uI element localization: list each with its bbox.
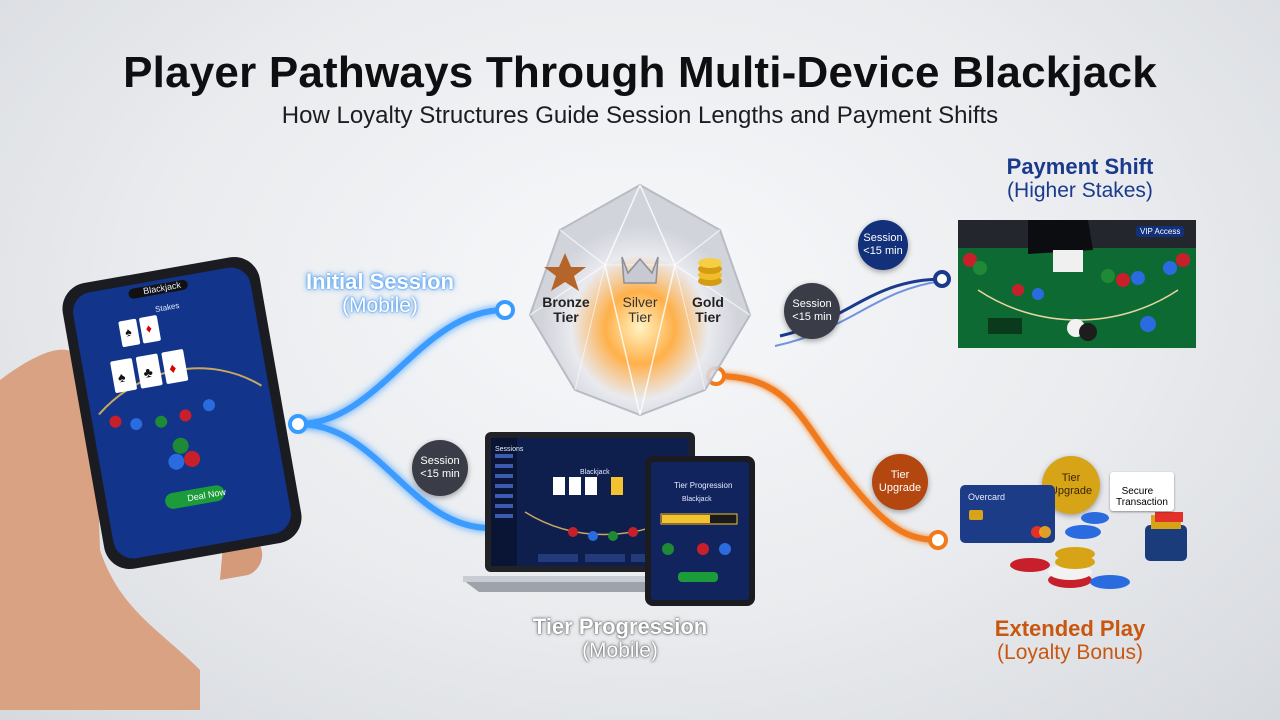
gold-coins-icon — [698, 258, 722, 286]
svg-text:♦: ♦ — [168, 359, 178, 376]
node-dot-payment — [933, 270, 951, 288]
svg-text:♠: ♠ — [116, 368, 127, 385]
tier-gold: Gold Tier — [692, 294, 724, 325]
node-tier-progression: Tier Progression (Mobile) — [510, 614, 730, 663]
session-bubble-upper: Session <15 min — [858, 220, 908, 270]
loyalty-gem-illustration — [528, 183, 752, 417]
tablet-sub: Blackjack — [682, 496, 712, 503]
vip-access-tag: VIP Access — [1136, 226, 1185, 237]
credit-card-label: Overcard — [968, 492, 1006, 502]
node-tier-progression-sub: (Mobile) — [582, 639, 658, 663]
tier-silver: Silver Tier — [622, 294, 658, 325]
tier-bronze: Bronze Tier — [542, 294, 590, 325]
laptop-tablet-illustration — [463, 432, 755, 606]
node-initial-session-sub: (Mobile) — [342, 294, 418, 318]
node-payment-shift-sub: (Higher Stakes) — [1007, 179, 1153, 203]
payment-items-illustration — [960, 485, 1187, 589]
svg-text:♣: ♣ — [142, 364, 154, 381]
mobile-phone-illustration: ♠ ♦ ♠ ♣ ♦ — [0, 256, 302, 710]
node-initial-session-title: Initial Session — [306, 269, 454, 294]
node-dot-extended — [928, 530, 948, 550]
diagram-title: Player Pathways Through Multi-Device Bla… — [123, 48, 1157, 97]
secure-transaction-text: Secure Transaction — [1116, 486, 1168, 508]
node-dot-phone — [288, 414, 308, 434]
svg-text:♠: ♠ — [124, 325, 133, 340]
laptop-menu-title: Sessions — [495, 446, 524, 453]
node-extended-play-sub: (Loyalty Bonus) — [997, 641, 1143, 665]
silver-crown-icon — [621, 256, 659, 284]
node-dot-initial — [495, 300, 515, 320]
connector-initial-to-laptop — [297, 421, 491, 531]
bronze-star-icon — [544, 253, 586, 291]
connector-to-extended — [715, 373, 939, 543]
node-payment-shift: Payment Shift (Higher Stakes) — [970, 154, 1190, 203]
svg-text:♦: ♦ — [145, 321, 153, 336]
tier-upgrade-bubble-1: Tier Upgrade — [872, 454, 928, 510]
node-extended-play-title: Extended Play — [994, 616, 1146, 641]
casino-table-illustration — [958, 220, 1196, 348]
session-bubble-lower: Session <15 min — [412, 440, 468, 496]
tablet-title: Tier Progression — [674, 481, 733, 490]
connector-initial-to-tiers — [297, 307, 506, 427]
node-payment-shift-title: Payment Shift — [1006, 154, 1154, 179]
secure-transaction-tag: Secure Transaction — [1110, 472, 1174, 511]
node-tier-progression-title: Tier Progression — [532, 614, 708, 639]
wallet-icon — [1145, 525, 1187, 561]
node-initial-session: Initial Session (Mobile) — [290, 269, 470, 318]
hand-icon — [0, 349, 200, 710]
diagram-subtitle: How Loyalty Structures Guide Session Len… — [281, 102, 999, 129]
laptop-header: Blackjack — [580, 469, 610, 476]
node-extended-play: Extended Play (Loyalty Bonus) — [960, 616, 1180, 665]
session-bubble-mid: Session <15 min — [784, 283, 840, 339]
chip-stack — [1010, 512, 1130, 589]
